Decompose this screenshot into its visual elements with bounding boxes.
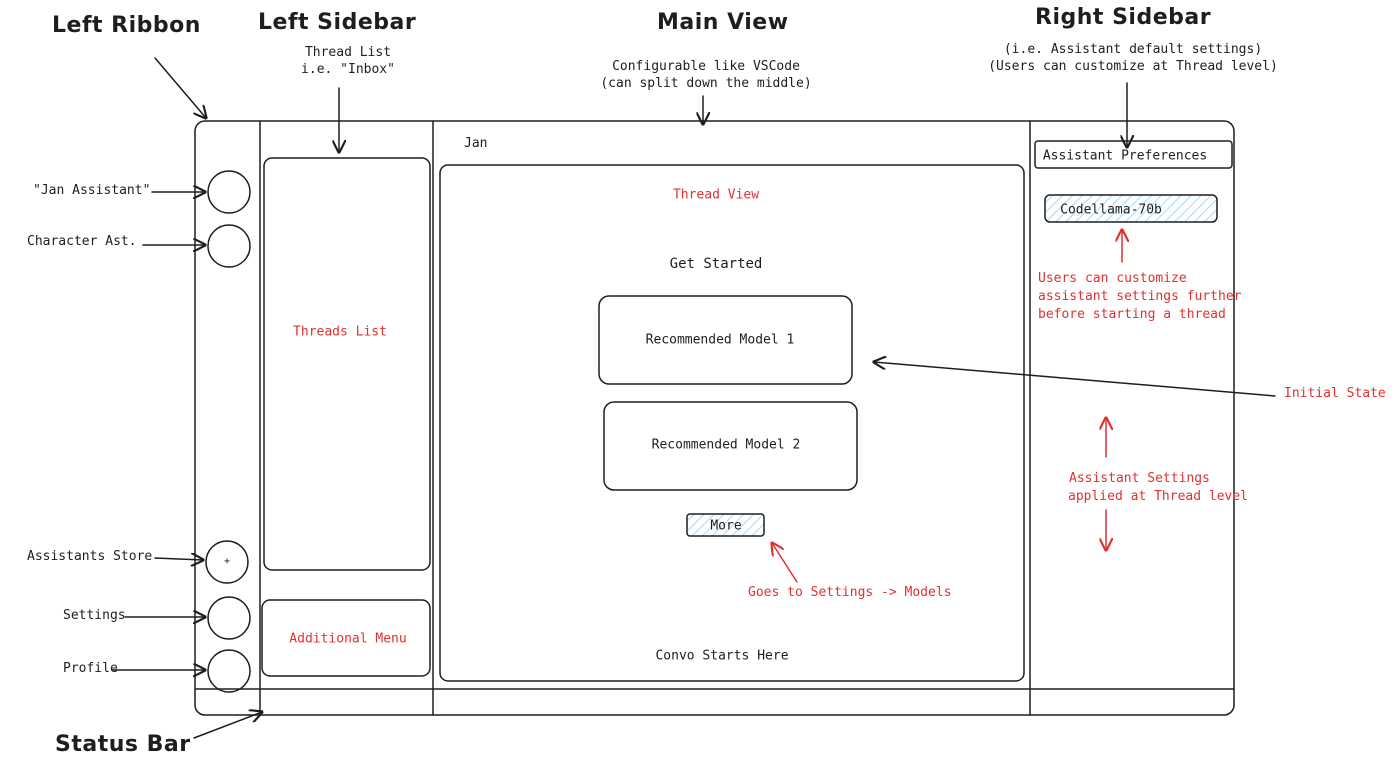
arrow-status-bar: [193, 712, 262, 739]
assistants-store-icon[interactable]: [205, 540, 249, 584]
note-right-sidebar-line1: (i.e. Assistant default settings): [1003, 42, 1263, 57]
plus-icon: +: [223, 556, 231, 567]
thread-view-label: Thread View: [672, 187, 760, 203]
note-thread-list-line2: i.e. "Inbox": [301, 62, 395, 77]
additional-menu-label: Additional Menu: [289, 631, 407, 647]
note-right-sidebar: (i.e. Assistant default settings) (Users…: [988, 41, 1278, 75]
more-button-label: More: [710, 518, 742, 534]
customize-note-line1: Users can customize: [1038, 271, 1187, 286]
threads-list-label: Threads List: [293, 324, 387, 340]
heading-right-sidebar: Right Sidebar: [1035, 5, 1212, 30]
label-character-ast: Character Ast.: [27, 234, 137, 249]
note-main-view-line1: Configurable like VSCode: [612, 59, 800, 74]
additional-menu-box[interactable]: [261, 599, 431, 677]
jan-assistant-icon[interactable]: [207, 170, 251, 214]
assistant-preferences-label: Assistant Preferences: [1042, 148, 1208, 164]
threads-list-box[interactable]: [263, 157, 431, 571]
note-right-sidebar-line2: (Users can customize at Thread level): [988, 59, 1278, 74]
note-thread-list-line1: Thread List: [304, 45, 392, 60]
customize-note-line3: before starting a thread: [1038, 307, 1226, 322]
get-started-label: Get Started: [669, 256, 763, 272]
settings-level-note-line2: applied at Thread level: [1068, 489, 1249, 504]
label-jan-assistant: "Jan Assistant": [33, 183, 151, 198]
note-thread-list: Thread List i.e. "Inbox": [301, 44, 395, 78]
note-main-view: Configurable like VSCode (can split down…: [600, 58, 811, 92]
settings-level-note: Assistant Settings applied at Thread lev…: [1068, 470, 1249, 506]
model-chip-box[interactable]: [1044, 194, 1218, 223]
initial-state-label: Initial State: [1284, 386, 1386, 401]
recommended-model-1-card[interactable]: [598, 295, 853, 385]
customize-note-line2: assistant settings further: [1038, 289, 1242, 304]
settings-level-note-line1: Assistant Settings: [1069, 471, 1210, 486]
label-profile: Profile: [63, 661, 118, 676]
thread-view-box: [439, 164, 1025, 682]
main-title: Jan: [464, 136, 488, 151]
heading-status-bar: Status Bar: [55, 732, 191, 757]
arrow-initial-state: [874, 362, 1276, 397]
recommended-model-2-card[interactable]: [603, 401, 858, 491]
label-settings: Settings: [63, 608, 126, 623]
heading-left-ribbon: Left Ribbon: [52, 13, 201, 38]
arrow-more-note: [772, 543, 798, 583]
profile-icon[interactable]: [207, 649, 251, 693]
label-assistants-store: Assistants Store: [27, 549, 153, 564]
settings-icon[interactable]: [207, 596, 251, 640]
customize-note: Users can customize assistant settings f…: [1038, 270, 1242, 324]
arrow-left-ribbon: [154, 57, 206, 118]
character-assistant-icon[interactable]: [207, 224, 251, 268]
arrow-assistants-store: [154, 558, 203, 560]
app-frame: [194, 120, 1235, 716]
note-main-view-line2: (can split down the middle): [600, 76, 812, 91]
more-button-box[interactable]: [686, 513, 765, 537]
heading-left-sidebar: Left Sidebar: [258, 10, 417, 35]
heading-main-view: Main View: [657, 10, 789, 35]
recommended-model-1-label: Recommended Model 1: [645, 332, 795, 348]
convo-starts-label: Convo Starts Here: [655, 648, 789, 664]
more-note: Goes to Settings -> Models: [748, 585, 952, 600]
recommended-model-2-label: Recommended Model 2: [651, 437, 801, 453]
model-chip-label: Codellama-70b: [1060, 202, 1162, 218]
